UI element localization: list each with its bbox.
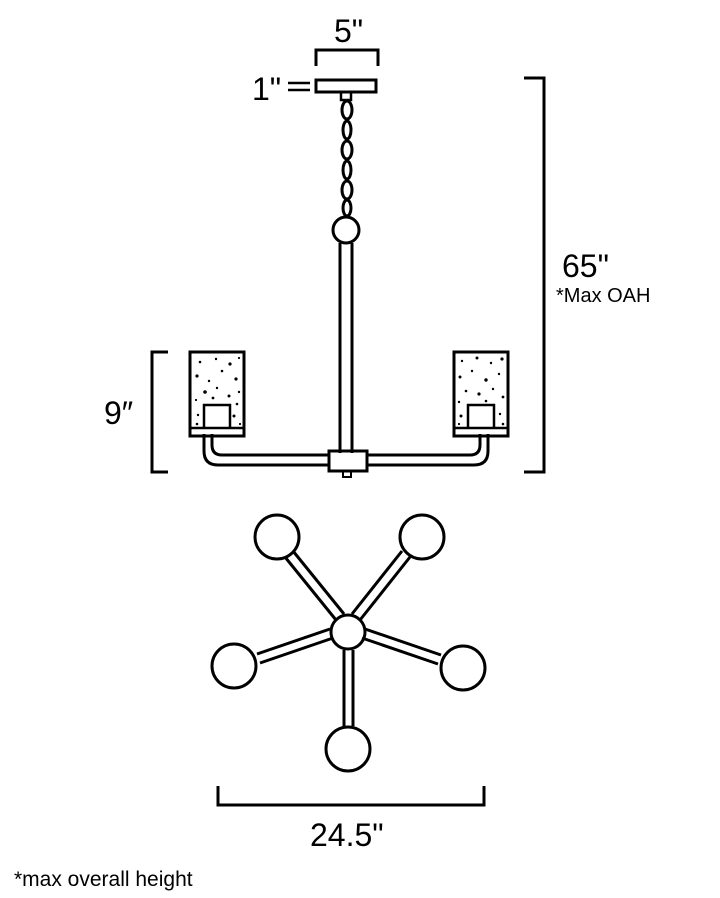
canopy-height-marker: 1" — [252, 71, 310, 107]
footnote: *max overall height — [14, 868, 193, 891]
top-view-center-hub — [329, 613, 367, 651]
canopy — [314, 78, 378, 94]
top-view: 24.5" — [210, 513, 487, 853]
overall-height-label: 65" — [562, 248, 609, 284]
top-view-shade-right — [439, 644, 487, 692]
center-hub — [327, 449, 369, 473]
left-shade — [188, 350, 246, 438]
arms — [202, 434, 490, 467]
right-shade — [452, 350, 510, 438]
overall-height-note: *Max OAH — [556, 285, 650, 307]
top-view-shade-bottom — [324, 725, 372, 773]
side-elevation: 5" 1" — [104, 13, 650, 478]
stem — [338, 243, 354, 453]
top-view-arms — [256, 550, 442, 726]
canopy-loop — [339, 90, 353, 102]
overall-height-bracket: 65" *Max OAH — [524, 76, 650, 474]
top-view-shade-top-right — [398, 513, 446, 561]
canopy-width-label: 5" — [334, 13, 363, 49]
hanging-ring — [331, 215, 361, 245]
shade-height-bracket: 9″ — [104, 350, 168, 474]
diameter-label: 24.5" — [310, 817, 384, 853]
top-view-shade-top-left — [253, 513, 301, 561]
canopy-height-label: 1" — [252, 71, 281, 107]
canopy-width-bracket: 5" — [314, 13, 380, 66]
diameter-bracket: 24.5" — [216, 786, 486, 853]
top-view-shade-left — [210, 642, 258, 690]
chain — [340, 99, 354, 218]
hub-finial — [342, 470, 352, 478]
shade-height-label: 9″ — [104, 395, 133, 431]
